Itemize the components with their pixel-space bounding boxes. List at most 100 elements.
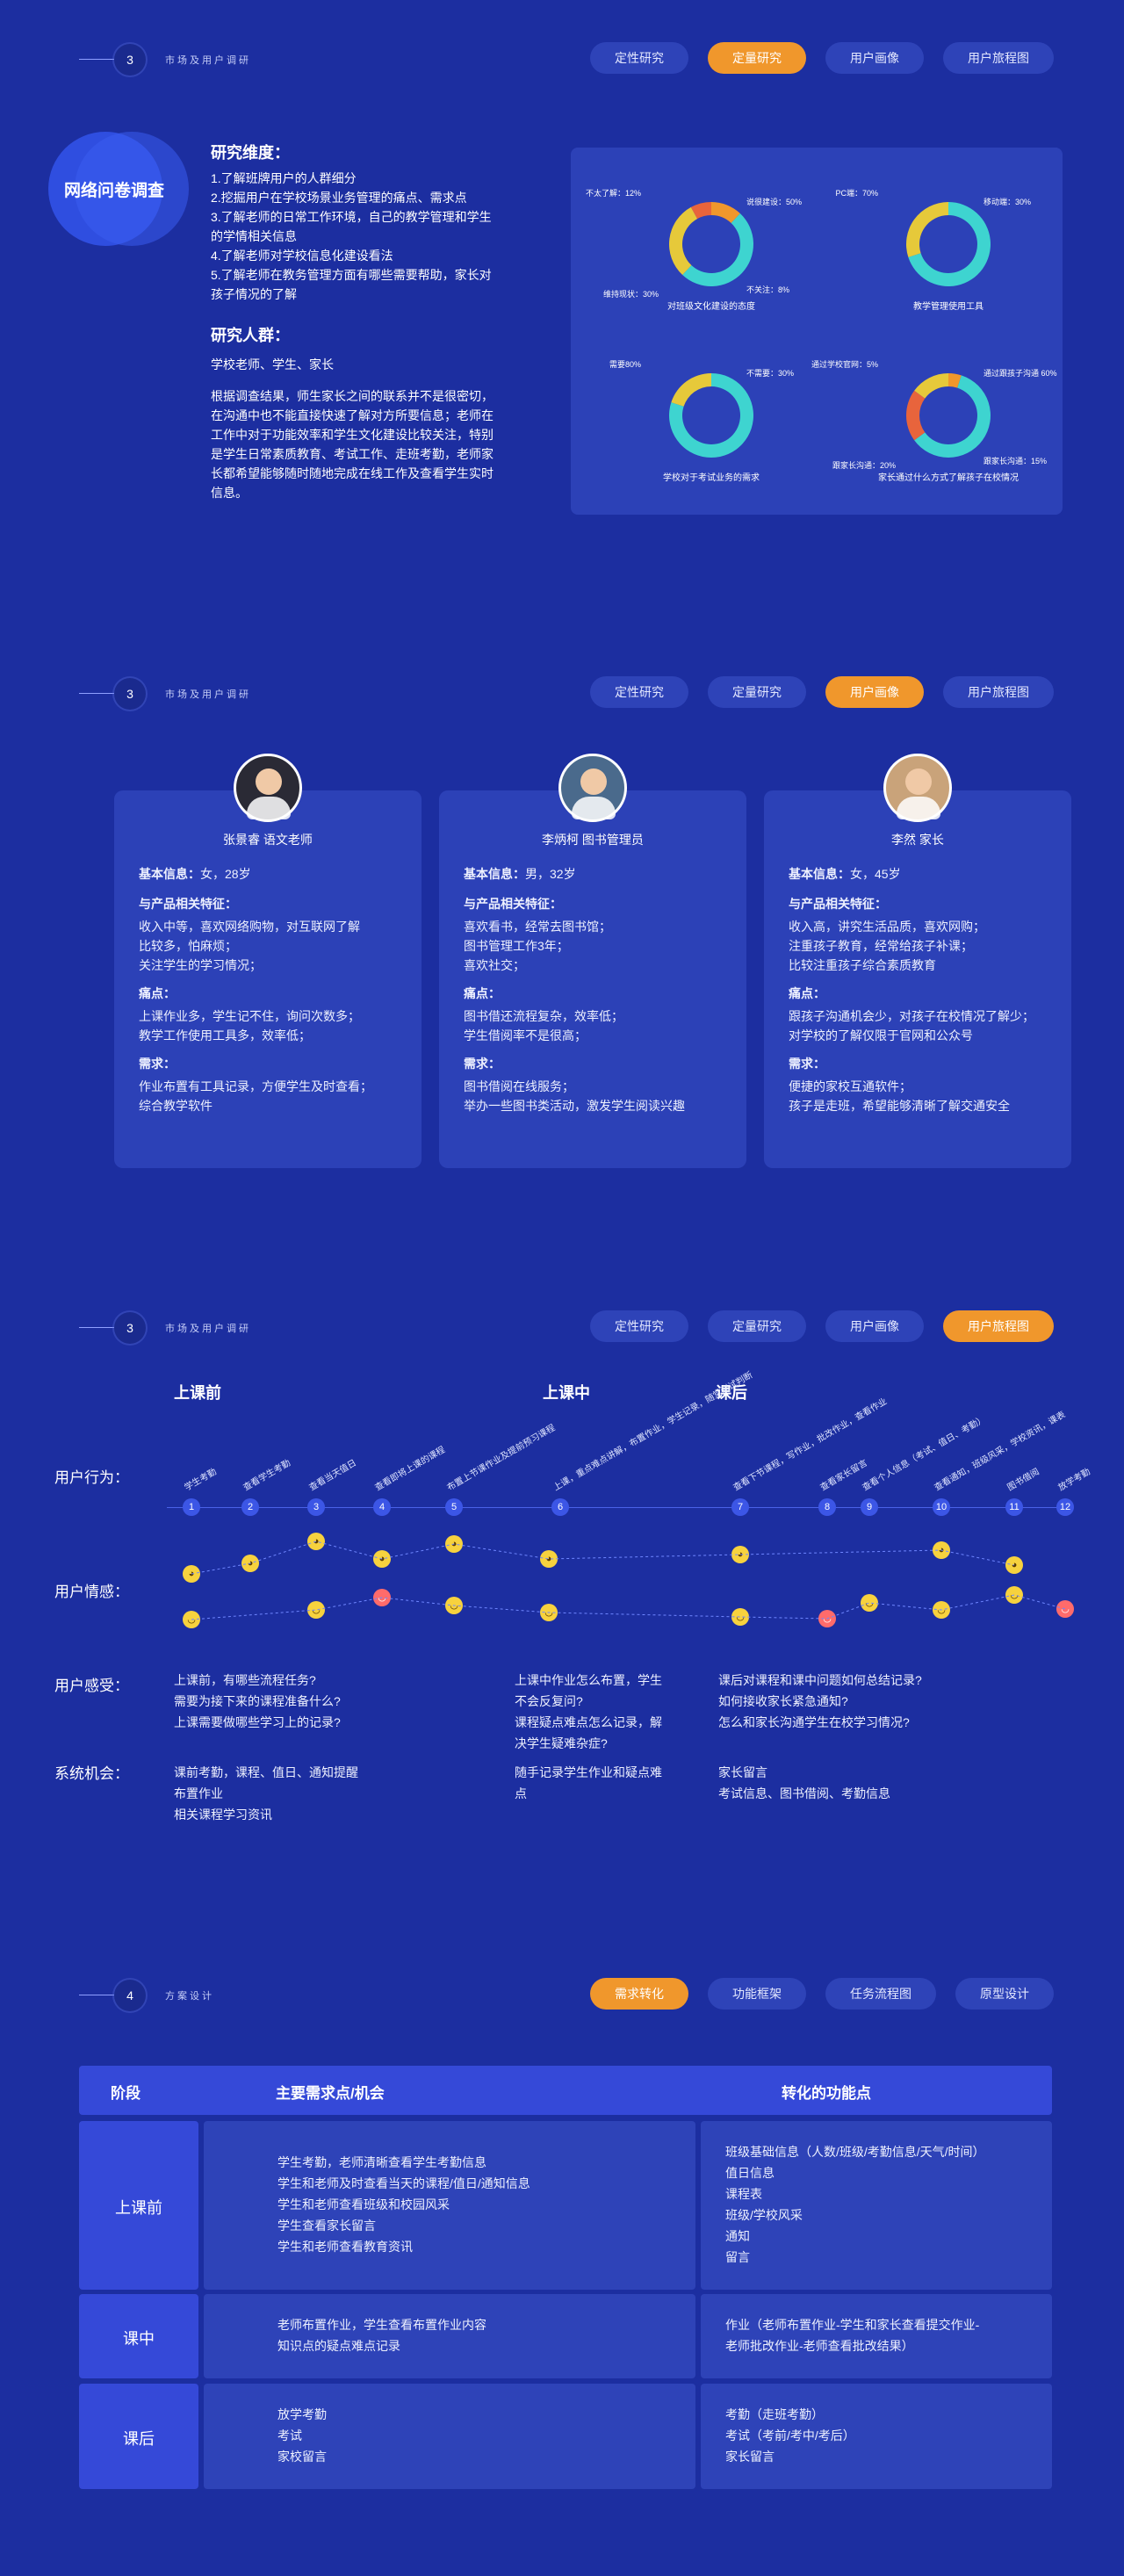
persona-card: 李炳柯 图书管理员基本信息：男，32岁与产品相关特征：喜欢看书，经常去图书馆；图… <box>439 790 746 1168</box>
pain-label: 痛点： <box>789 986 825 1000</box>
table-row-needs: 学生考勤，老师清晰查看学生考勤信息学生和老师及时查看当天的课程/值日/通知信息学… <box>204 2121 695 2290</box>
tab-qualitative[interactable]: 定性研究 <box>590 1310 688 1342</box>
journey-step-action: 学生考勤 <box>183 1467 219 1493</box>
tab-flow[interactable]: 任务流程图 <box>825 1978 936 2010</box>
rel-line: 比较注重孩子综合素质教育 <box>789 958 936 972</box>
pie-title: 学校对于考试业务的需求 <box>663 472 760 483</box>
pie-title: 家长通过什么方式了解孩子在校情况 <box>878 472 1019 483</box>
summary-line: 长都希望能够随时随地完成在线工作及查看学生实时 <box>211 466 494 480</box>
feature-item: 作业（老师布置作业-学生和家长查看提交作业- <box>725 2318 980 2332</box>
emotion-face-icon: ◕ <box>540 1550 558 1568</box>
basic-value: 女，45岁 <box>850 867 901 881</box>
need-item: 家校留言 <box>277 2450 327 2464</box>
tab-quantitative[interactable]: 定量研究 <box>708 676 806 708</box>
tab-persona[interactable]: 用户画像 <box>825 1310 924 1342</box>
need-line: 举办一些图书类活动，激发学生阅读兴趣 <box>464 1099 685 1113</box>
pie-slice <box>669 373 753 458</box>
feature-item: 考勤（走班考勤） <box>725 2407 824 2421</box>
basic-value: 男，32岁 <box>525 867 576 881</box>
pie-slice <box>914 373 948 399</box>
journey-step-action: 查看个人信息（考试、值日、考勤） <box>861 1414 988 1493</box>
feel-line: 怎么和家长沟通学生在校学习情况? <box>718 1715 910 1729</box>
section-header-1: 3 市场及用户调研 定性研究 定量研究 用户画像 用户旅程图 <box>79 42 1054 77</box>
table-row-needs: 老师布置作业，学生查看布置作业内容知识点的疑点难点记录 <box>204 2294 695 2378</box>
pie-slice <box>669 206 698 275</box>
dim-item: 孩子情况的了解 <box>211 287 297 301</box>
row-behavior-label: 用户行为： <box>54 1469 129 1486</box>
pie-title: 对班级文化建设的态度 <box>667 300 755 312</box>
tab-qualitative[interactable]: 定性研究 <box>590 676 688 708</box>
header-features: 转化的功能点 <box>782 2085 871 2102</box>
journey-step-number: 3 <box>307 1498 325 1516</box>
table-row-stage: 上课前 <box>79 2121 198 2290</box>
pie-label: 维持现状：30% <box>603 289 659 299</box>
pie-label: 通过跟孩子沟通 60% <box>984 368 1057 378</box>
tab-prototype[interactable]: 原型设计 <box>955 1978 1054 2010</box>
rel-line: 喜欢社交； <box>464 958 525 972</box>
persona-name: 李然 家长 <box>891 833 944 847</box>
dim-title: 研究维度： <box>211 144 290 162</box>
rel-line: 比较多，怕麻烦； <box>139 939 237 953</box>
summary-line: 工作中对于功能效率和学生文化建设比较关注，特别 <box>211 428 494 442</box>
tab-bar: 定性研究 定量研究 用户画像 用户旅程图 <box>590 1310 1054 1342</box>
phase-after: 课后 <box>716 1384 747 1402</box>
tab-qualitative[interactable]: 定性研究 <box>590 42 688 74</box>
chance-line: 考试信息、图书借阅、考勤信息 <box>718 1786 890 1800</box>
basic-label: 基本信息： <box>464 867 525 881</box>
journey-step-action: 图书借阅 <box>1005 1467 1041 1493</box>
feel-line: 不会反复问? <box>515 1694 583 1708</box>
pie-slice <box>682 213 753 286</box>
dim-item: 的学情相关信息 <box>211 229 297 243</box>
pain-line: 学生借阅率不是很高； <box>464 1028 587 1043</box>
charts-svg: 对班级文化建设的态度不太了解：12%说很建设：50%维持现状：30%不关注：8%… <box>586 188 1057 483</box>
journey-step-action: 查看学生考勤 <box>241 1458 292 1493</box>
feature-item: 值日信息 <box>725 2166 775 2180</box>
dim-item: 3.了解老师的日常工作环境，自己的教学管理和学生 <box>211 210 492 224</box>
journey-step-action: 放学考勤 <box>1056 1467 1092 1493</box>
tab-quantitative[interactable]: 定量研究 <box>708 42 806 74</box>
rel-label: 与产品相关特征： <box>139 897 237 911</box>
pie-slice <box>671 373 711 407</box>
pie-label: PC端：70% <box>835 188 878 198</box>
summary-line: 信息。 <box>211 486 248 500</box>
persona-basic: 基本信息：女，45岁 <box>789 864 901 884</box>
tab-framework[interactable]: 功能框架 <box>708 1978 806 2010</box>
journey-step-number: 9 <box>861 1498 878 1516</box>
tab-journey[interactable]: 用户旅程图 <box>943 676 1054 708</box>
tab-persona[interactable]: 用户画像 <box>825 42 924 74</box>
dim-item: 4.了解老师对学校信息化建设看法 <box>211 249 393 263</box>
feature-item: 考试（考前/考中/考后） <box>725 2428 855 2443</box>
header-line <box>79 1327 114 1328</box>
stage-label: 课后 <box>123 2430 155 2448</box>
row-chance-label: 系统机会： <box>54 1765 129 1782</box>
need-line: 作业布置有工具记录，方便学生及时查看； <box>139 1079 372 1093</box>
journey-step-number: 12 <box>1056 1498 1074 1516</box>
section-number: 4 <box>114 1980 146 2011</box>
need-label: 需求： <box>789 1057 825 1071</box>
feel-line: 课程疑点难点怎么记录，解 <box>515 1715 662 1729</box>
basic-value: 女，28岁 <box>200 867 251 881</box>
pie-label: 移动端：30% <box>984 197 1031 206</box>
need-item: 学生和老师及时查看当天的课程/值日/通知信息 <box>277 2176 530 2190</box>
emotion-face-icon: ◡ <box>731 1608 749 1626</box>
feature-item: 通知 <box>725 2229 750 2243</box>
feel-line: 上课中作业怎么布置，学生 <box>515 1673 662 1687</box>
tab-quantitative[interactable]: 定量研究 <box>708 1310 806 1342</box>
pie-slice <box>690 202 711 220</box>
need-item: 老师布置作业，学生查看布置作业内容 <box>277 2318 486 2332</box>
pie-label: 通过学校官网：5% <box>811 359 878 369</box>
feel-line: 课后对课程和课中问题如何总结记录? <box>718 1673 922 1687</box>
tab-journey[interactable]: 用户旅程图 <box>943 42 1054 74</box>
tab-journey[interactable]: 用户旅程图 <box>943 1310 1054 1342</box>
feel-line: 上课需要做哪些学习上的记录? <box>174 1715 341 1729</box>
tab-persona[interactable]: 用户画像 <box>825 676 924 708</box>
header-line <box>79 693 114 694</box>
survey-text: 研究维度： 1.了解班牌用户的人群细分 2.挖掘用户在学校场景业务管理的痛点、需… <box>211 141 553 502</box>
pie-label: 跟家长沟通：15% <box>984 456 1047 465</box>
crowd-title: 研究人群： <box>211 327 290 344</box>
stage-label: 课中 <box>123 2330 155 2348</box>
need-line: 综合教学软件 <box>139 1099 213 1113</box>
need-item: 学生和老师查看班级和校园风采 <box>277 2197 450 2212</box>
header-needs: 主要需求点/机会 <box>276 2085 385 2102</box>
tab-requirements[interactable]: 需求转化 <box>590 1978 688 2010</box>
